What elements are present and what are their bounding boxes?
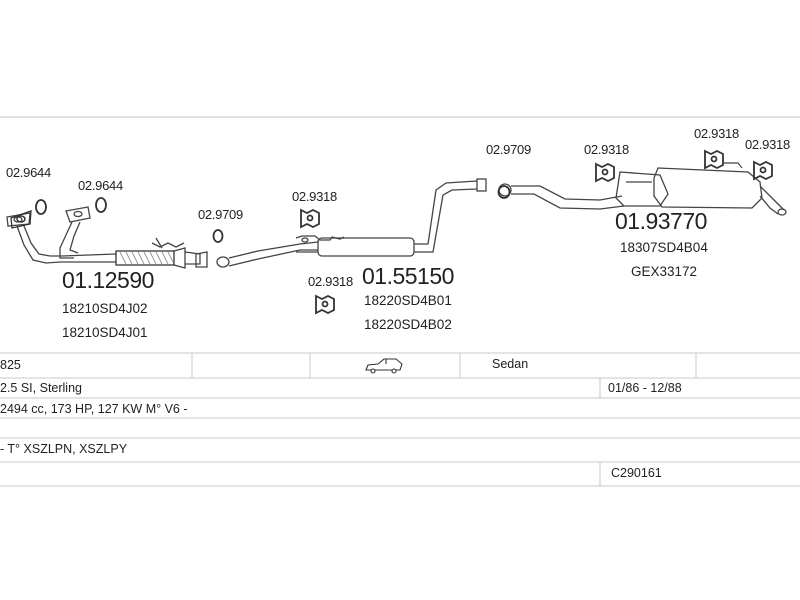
oe-code: 18220SD4B01 xyxy=(364,293,452,308)
table-grid xyxy=(0,352,800,487)
engine-cell: 2494 cc, 173 HP, 127 KW M° V6 - xyxy=(0,402,188,416)
gasket-02-9644-b xyxy=(35,197,107,215)
clamp-02-9709-b xyxy=(497,185,511,199)
catalog-ref-cell: C290161 xyxy=(611,466,662,480)
oe-code: 18307SD4B04 xyxy=(620,240,708,255)
hanger-02-9318-b xyxy=(315,294,335,315)
model-cell: 825 xyxy=(0,358,21,372)
accessory-label: 02.9644 xyxy=(6,165,51,180)
hanger-bracket xyxy=(724,162,743,169)
oe-code: 18210SD4J01 xyxy=(62,325,148,340)
accessory-label: 02.9318 xyxy=(745,137,790,152)
hanger-02-9318-c xyxy=(595,162,615,183)
type-codes-cell: - T° XSZLPN, XSZLPY xyxy=(0,442,128,456)
period-cell: 01/86 - 12/88 xyxy=(608,381,682,395)
oe-code: GEX33172 xyxy=(631,264,698,279)
accessory-label: 02.9644 xyxy=(78,178,123,193)
oe-code: 18210SD4J02 xyxy=(62,301,148,316)
variant-cell: 2.5 SI, Sterling xyxy=(0,381,82,395)
hanger-02-9318-d xyxy=(704,149,724,170)
accessory-label: 02.9709 xyxy=(486,142,531,157)
middle-pipe-drawing xyxy=(216,178,487,268)
accessory-label: 02.9709 xyxy=(198,207,243,222)
clamp-02-9709-a xyxy=(212,229,224,243)
part-number-middle-silencer[interactable]: 01.55150 xyxy=(362,263,454,289)
accessory-label: 02.9318 xyxy=(694,126,739,141)
oe-code: 18220SD4B02 xyxy=(364,317,452,332)
hanger-02-9318-a xyxy=(300,208,320,229)
body-type-cell: Sedan xyxy=(492,357,529,371)
part-number-rear-silencer[interactable]: 01.93770 xyxy=(615,208,707,234)
car-sedan-icon xyxy=(365,358,403,374)
accessory-label: 02.9318 xyxy=(308,274,353,289)
accessory-label: 02.9318 xyxy=(292,189,337,204)
rear-pipe-drawing xyxy=(498,167,787,216)
part-number-front-pipe[interactable]: 01.12590 xyxy=(62,267,154,293)
hanger-02-9318-e xyxy=(753,160,773,181)
gasket-02-9644-a xyxy=(10,210,32,229)
flex-hatch xyxy=(119,251,174,265)
accessory-label: 02.9318 xyxy=(584,142,629,157)
front-pipe-drawing xyxy=(6,206,208,269)
